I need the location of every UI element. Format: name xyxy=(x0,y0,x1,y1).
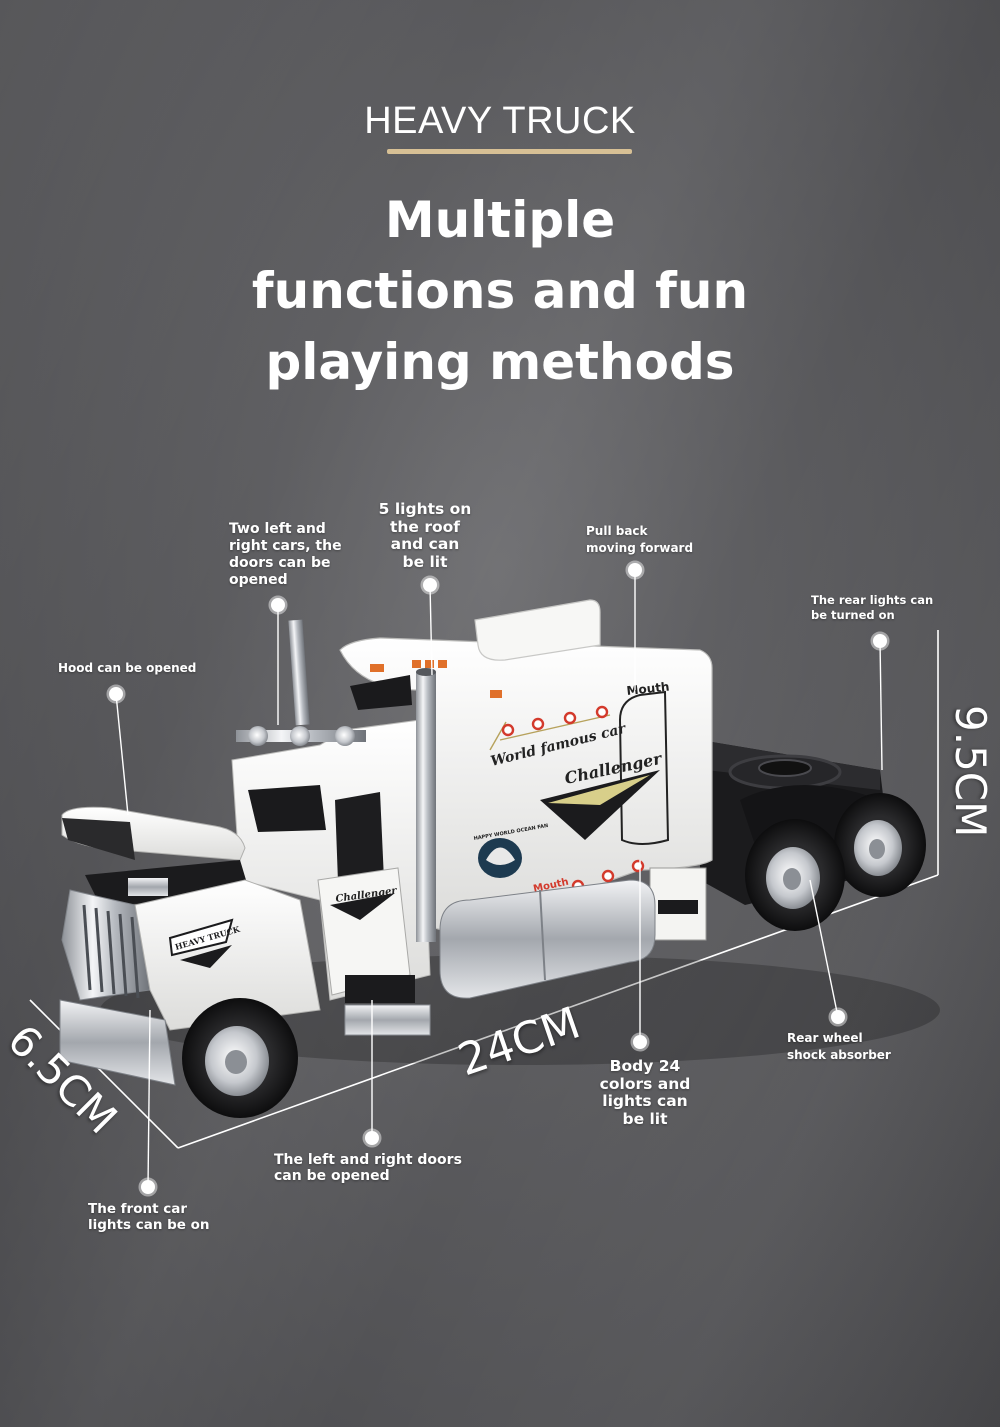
headline-line-2: functions and fun xyxy=(251,262,749,320)
marker-rear-lights xyxy=(870,631,890,651)
callout-roof-lights-line-2: the roof xyxy=(389,517,461,536)
hood-engine: HEAVY TRUCK xyxy=(59,806,321,1086)
headline-line-3: playing methods xyxy=(265,333,735,391)
callout-body-lights-line-4: be lit xyxy=(622,1109,668,1128)
callout-roof-lights-line-1: 5 lights on xyxy=(378,500,472,518)
marker-side-doors xyxy=(362,1128,382,1148)
headline: Multiple functions and fun playing metho… xyxy=(0,185,1000,398)
marker-hood xyxy=(106,684,126,704)
callout-roof-lights: 5 lights on the roof and can be lit xyxy=(370,500,480,571)
callout-side-doors: The left and right doors can be opened xyxy=(274,1152,462,1184)
callout-rear-lights-line-1: The rear lights can xyxy=(811,593,934,607)
callout-body-lights-line-3: lights can xyxy=(602,1092,688,1110)
callout-doors: Two left and right cars, the doors can b… xyxy=(229,521,342,589)
callout-hood: Hood can be opened xyxy=(58,660,196,677)
marker-rear-wheel xyxy=(828,1007,848,1027)
callout-body-lights-line-2: colors and xyxy=(599,1074,691,1093)
callout-body-lights: Body 24 colors and lights can be lit xyxy=(590,1057,700,1128)
callout-doors-line-2: right cars, the xyxy=(229,538,342,554)
kicker-underline xyxy=(387,149,632,154)
callout-roof-lights-line-3: and can xyxy=(390,535,460,553)
callout-front-lights-line-2: lights can be on xyxy=(88,1217,210,1233)
callout-front-lights: The front car lights can be on xyxy=(88,1201,210,1233)
callout-rear-wheel-line-2: shock absorber xyxy=(787,1048,891,1062)
callout-doors-line-4: opened xyxy=(229,572,288,588)
marker-front-lights xyxy=(138,1177,158,1197)
callout-markers xyxy=(106,560,890,1197)
main-cab: Challenger xyxy=(231,719,431,1036)
dimension-height: 9.5CM xyxy=(946,705,995,838)
marker-body-lights xyxy=(630,1032,650,1052)
callout-body-lights-line-1: Body 24 xyxy=(609,1057,681,1075)
callout-leaders xyxy=(115,570,883,1188)
callout-hood-line-1: Hood can be opened xyxy=(58,661,197,675)
callout-rear-lights-line-2: be turned on xyxy=(811,608,895,622)
callout-doors-line-1: Two left and xyxy=(229,521,326,537)
kicker-title: HEAVY TRUCK xyxy=(364,100,636,142)
headline-line-1: Multiple xyxy=(384,191,616,249)
fuel-tanks xyxy=(439,867,707,999)
marker-roof-lights xyxy=(420,575,440,595)
callout-rear-wheel: Rear wheel shock absorber xyxy=(787,1030,891,1064)
exhaust-stacks xyxy=(236,619,436,942)
rear-wheels xyxy=(745,793,926,931)
callout-pull-back-line-1: Pull back xyxy=(586,524,648,538)
callout-doors-line-3: doors can be xyxy=(229,555,331,571)
callout-front-lights-line-1: The front car xyxy=(88,1201,188,1217)
callout-roof-lights-line-4: be lit xyxy=(402,552,448,571)
callout-rear-wheel-line-1: Rear wheel xyxy=(787,1031,863,1045)
marker-doors xyxy=(268,595,288,615)
front-wheel xyxy=(182,998,298,1118)
callout-side-doors-line-2: can be opened xyxy=(274,1168,390,1184)
mouth-label: Mouth xyxy=(626,680,670,698)
callout-rear-lights: The rear lights can be turned on xyxy=(811,593,933,623)
callout-side-doors-line-1: The left and right doors xyxy=(274,1152,462,1168)
callout-pull-back-line-2: moving forward xyxy=(586,541,694,555)
callout-pull-back: Pull back moving forward xyxy=(586,523,693,557)
marker-pull-back xyxy=(625,560,645,580)
